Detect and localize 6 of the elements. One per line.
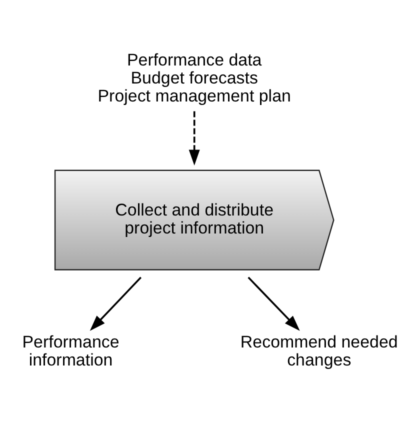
node-text: Performance data Budget forecasts Project management plan: [98, 50, 291, 106]
node-text: Recommend needed changes: [240, 332, 398, 370]
arrow: [188, 110, 200, 165]
arrow: [90, 276, 142, 330]
arrow: [248, 276, 300, 330]
node-text: Performance information: [22, 332, 120, 370]
